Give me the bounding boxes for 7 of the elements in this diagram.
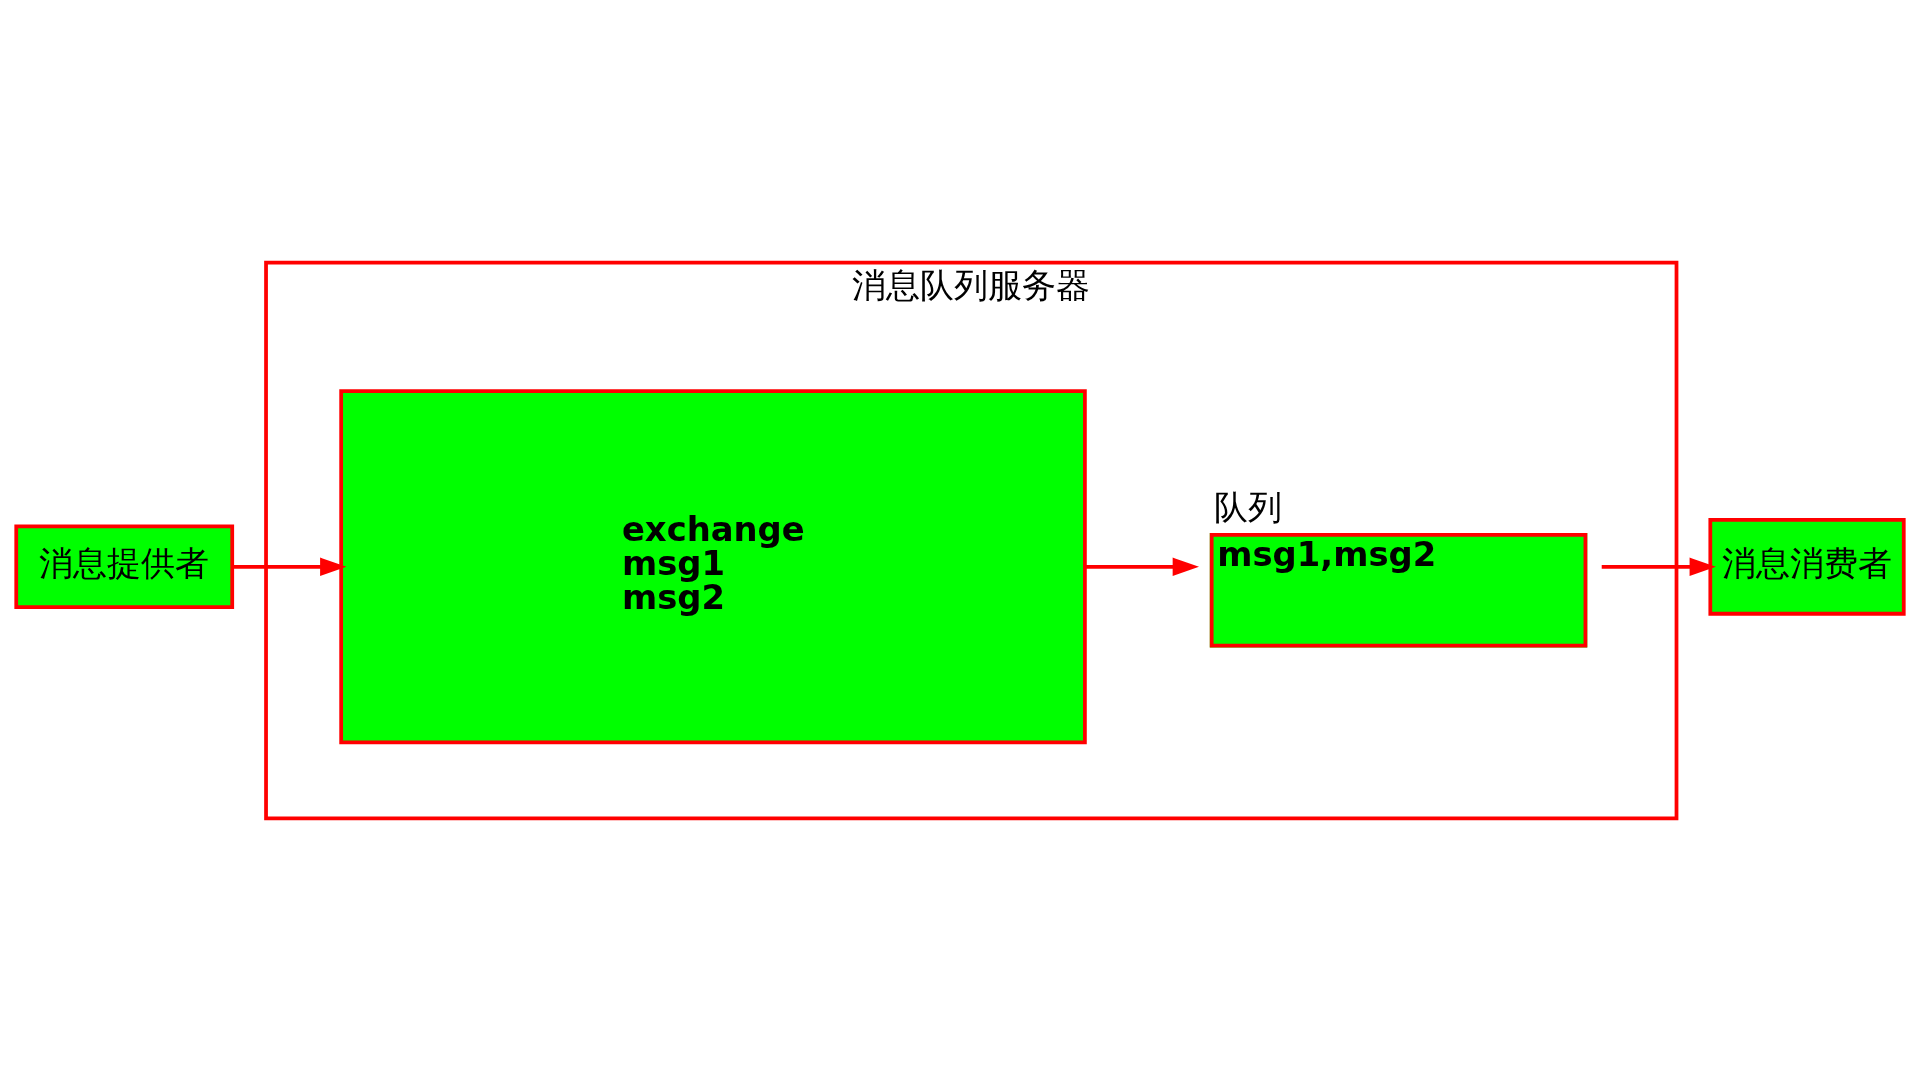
arrow xyxy=(1601,557,1716,576)
arrow xyxy=(232,557,347,576)
node-label: 队列 xyxy=(1213,487,1282,527)
arrow xyxy=(1085,557,1199,576)
node-box: exchange msg1 msg2 xyxy=(339,388,1087,744)
node-box: 消息消费者 xyxy=(1708,517,1906,616)
node-box: 消息提供者 xyxy=(14,524,235,609)
